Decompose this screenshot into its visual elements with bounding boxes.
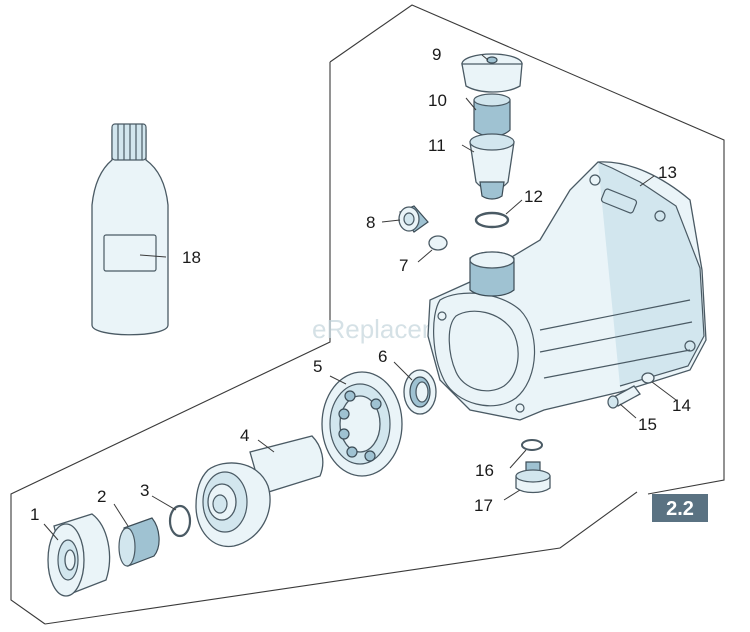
oil-bottle-part[interactable]: [91, 123, 169, 336]
callout-8[interactable]: 8: [366, 213, 375, 232]
callout-18[interactable]: 18: [182, 248, 201, 267]
sleeve-part[interactable]: [469, 133, 515, 200]
callout-9[interactable]: 9: [432, 45, 441, 64]
callout-4[interactable]: 4: [240, 426, 249, 445]
leader-lines: [43, 54, 677, 541]
callout-6[interactable]: 6: [378, 347, 387, 366]
bearing-part[interactable]: [321, 371, 403, 477]
section-badge: 2.2: [652, 494, 708, 522]
callout-15[interactable]: 15: [638, 415, 657, 434]
callout-10[interactable]: 10: [428, 91, 447, 110]
callout-1[interactable]: 1: [30, 505, 39, 524]
callout-5[interactable]: 5: [313, 357, 322, 376]
piston-part[interactable]: [473, 93, 511, 137]
washer-part-14[interactable]: [641, 372, 655, 384]
callout-12[interactable]: 12: [524, 187, 543, 206]
assembly-boundary-left: [10, 62, 331, 625]
callout-3[interactable]: 3: [140, 481, 149, 500]
callout-2[interactable]: 2: [97, 487, 106, 506]
callout-16[interactable]: 16: [475, 461, 494, 480]
bushing-part[interactable]: [398, 205, 429, 233]
washer-part-7[interactable]: [428, 235, 448, 251]
callout-13[interactable]: 13: [658, 163, 677, 182]
washer-part-16[interactable]: [521, 439, 543, 451]
callout-11[interactable]: 11: [428, 136, 446, 155]
assembly-boundary: [329, 4, 725, 495]
callout-labels: 1 2 3 4 5 6 7 8 9 10 11 12 13 14 15 16 1…: [30, 45, 691, 524]
o-ring-part-3[interactable]: [168, 504, 192, 538]
section-badge-label: 2.2: [666, 498, 694, 520]
o-ring-part-12[interactable]: [474, 211, 510, 229]
pump-housing-part[interactable]: [427, 161, 707, 421]
assembly-boundary-bottom: [44, 491, 638, 625]
section-badge-background: [652, 494, 708, 522]
callout-7[interactable]: 7: [399, 256, 408, 275]
bolt-part-15[interactable]: [607, 385, 641, 409]
seal-ring-part[interactable]: [403, 369, 437, 415]
flange-part[interactable]: [47, 513, 111, 597]
callout-17[interactable]: 17: [474, 496, 493, 515]
drain-plug-part[interactable]: [515, 461, 551, 494]
callout-14[interactable]: 14: [672, 396, 691, 415]
sleeve-part-2[interactable]: [118, 517, 160, 567]
shaft-seal-part[interactable]: [195, 435, 324, 548]
cap-part[interactable]: [461, 53, 523, 93]
